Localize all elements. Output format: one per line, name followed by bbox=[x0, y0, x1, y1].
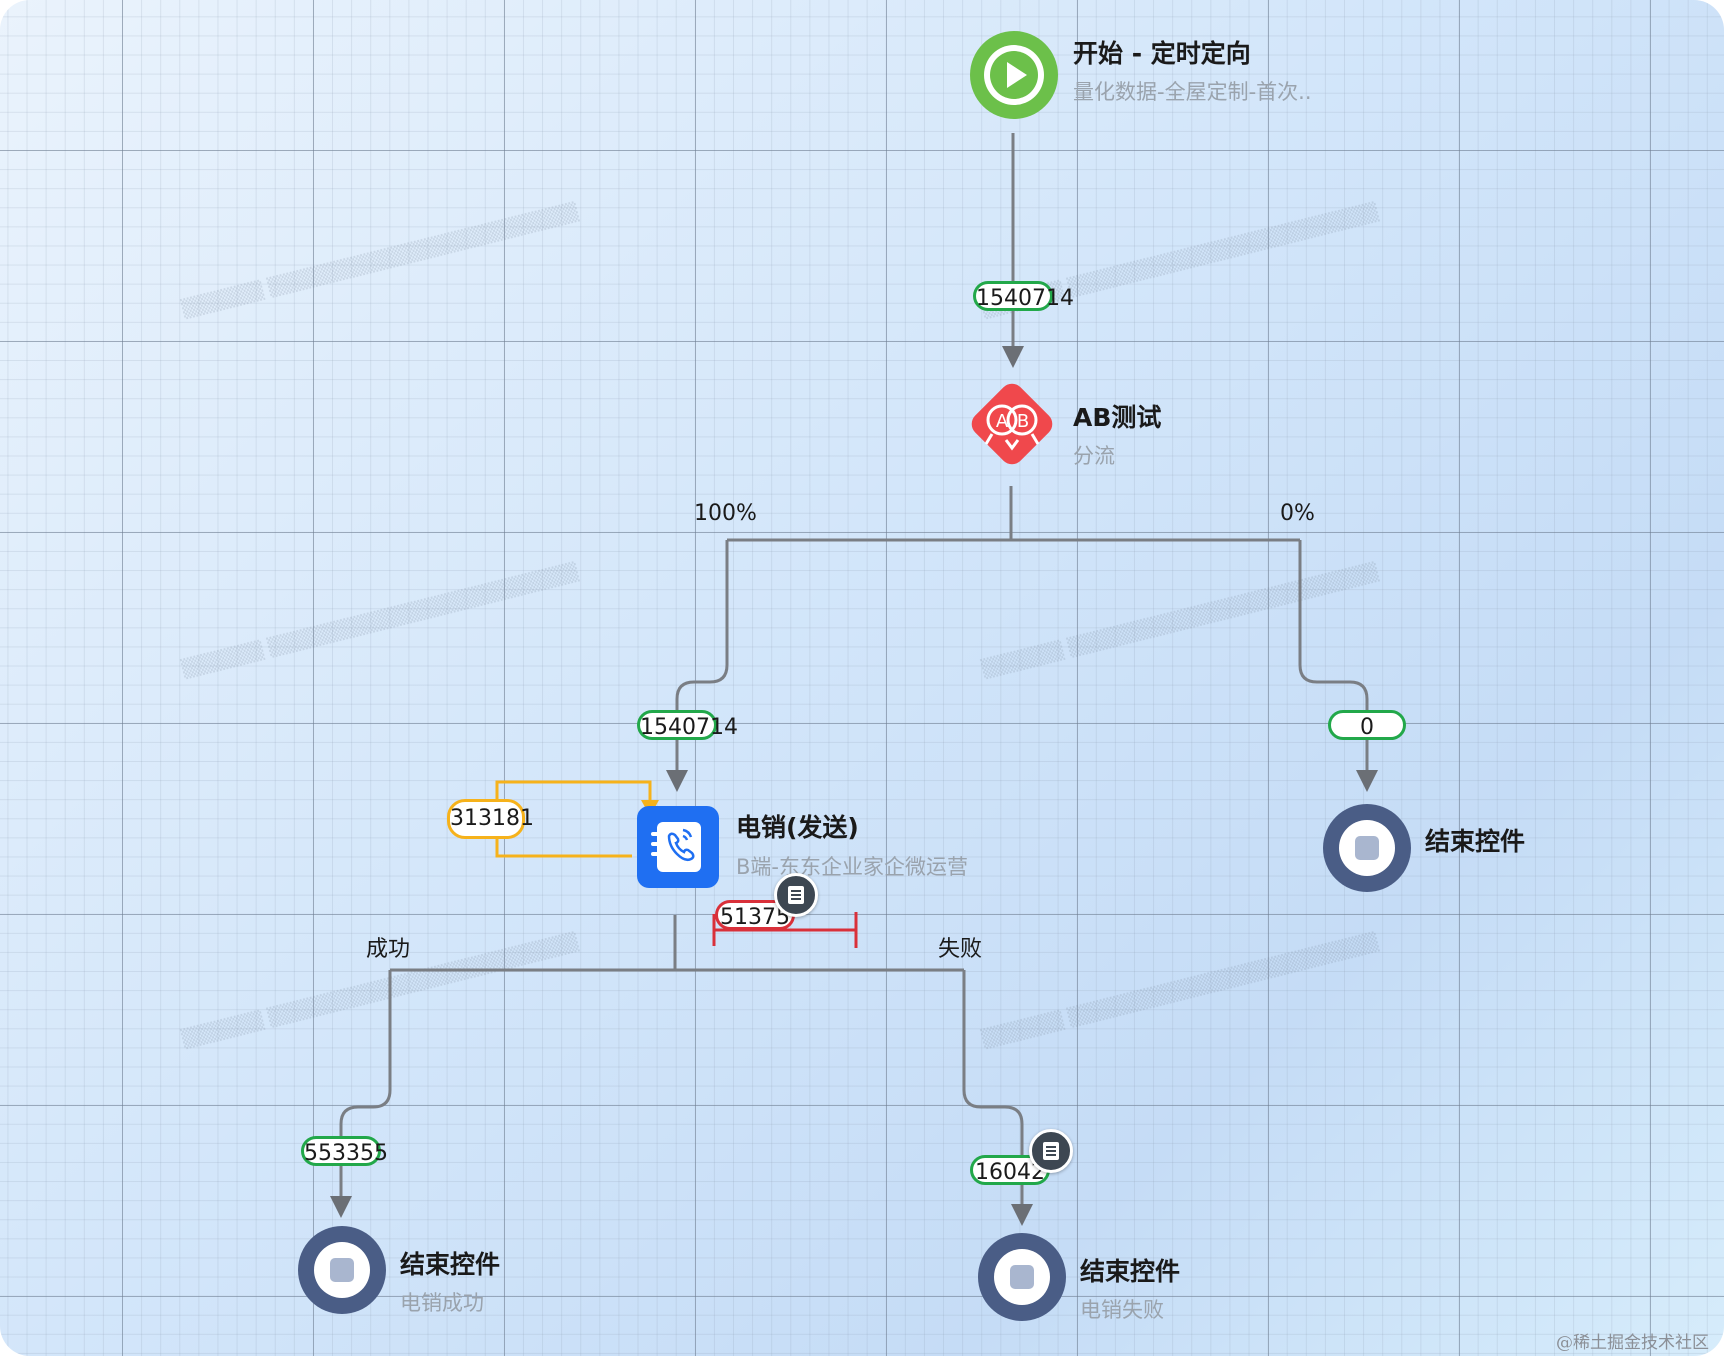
source-credit: @稀土掘金技术社区 bbox=[1556, 1333, 1709, 1353]
end-node-right[interactable] bbox=[1322, 803, 1412, 893]
end-node-fail-subtitle: 电销失败 bbox=[1080, 1298, 1164, 1322]
count-badge-ab-to-end[interactable]: 0 bbox=[1328, 710, 1406, 740]
end-node-success-title: 结束控件 bbox=[400, 1250, 501, 1279]
end-node-right-title: 结束控件 bbox=[1425, 827, 1526, 856]
phone-book-icon bbox=[637, 806, 719, 888]
count-badge-start-to-ab[interactable]: 1540714 bbox=[973, 281, 1074, 311]
stop-icon bbox=[1323, 804, 1411, 892]
stop-icon bbox=[298, 1226, 386, 1314]
branch-label-fail: 失败 bbox=[938, 937, 983, 962]
start-node-subtitle: 量化数据-全屋定制-首次.. bbox=[1073, 80, 1312, 104]
branch-label-success: 成功 bbox=[366, 937, 411, 962]
count-badge-telesales-blocked[interactable]: 51375 bbox=[715, 900, 795, 930]
telesales-title: 电销(发送) bbox=[736, 813, 859, 842]
branch-label-left: 100% bbox=[694, 501, 757, 526]
ab-test-title: AB测试 bbox=[1073, 403, 1162, 432]
svg-text:A: A bbox=[996, 411, 1009, 432]
telesales-subtitle: B端-东东企业家企微运营 bbox=[736, 855, 968, 879]
ab-test-node[interactable]: A B bbox=[962, 374, 1062, 474]
ab-test-subtitle: 分流 bbox=[1073, 444, 1115, 468]
count-badge-telesales-loop[interactable]: 313181 bbox=[447, 799, 534, 839]
count-badge-ab-to-telesales[interactable]: 1540714 bbox=[637, 710, 738, 740]
edge-fail bbox=[962, 970, 1024, 1218]
end-node-success[interactable] bbox=[297, 1225, 387, 1315]
ab-split-icon: A B bbox=[971, 383, 1053, 465]
stop-icon bbox=[978, 1233, 1066, 1321]
note-icon[interactable] bbox=[1029, 1129, 1073, 1173]
telesales-node[interactable] bbox=[637, 806, 719, 888]
edge-ab-right bbox=[1298, 540, 1369, 780]
count-badge-to-end-fail[interactable]: 160421 bbox=[970, 1155, 1050, 1185]
start-node-title: 开始 - 定时定向 bbox=[1073, 39, 1251, 68]
edge-ab-left bbox=[675, 540, 729, 770]
end-node-fail[interactable] bbox=[977, 1232, 1067, 1322]
end-node-success-subtitle: 电销成功 bbox=[400, 1291, 484, 1315]
count-badge-to-end-success[interactable]: 553355 bbox=[301, 1136, 388, 1166]
branch-label-right: 0% bbox=[1280, 501, 1315, 526]
end-node-fail-title: 结束控件 bbox=[1080, 1257, 1181, 1286]
start-node[interactable] bbox=[969, 30, 1059, 120]
play-icon bbox=[970, 31, 1058, 119]
svg-text:B: B bbox=[1017, 411, 1029, 432]
note-icon[interactable] bbox=[774, 873, 818, 917]
edge-success bbox=[339, 970, 392, 1210]
edge-telesales-loop bbox=[495, 780, 652, 858]
